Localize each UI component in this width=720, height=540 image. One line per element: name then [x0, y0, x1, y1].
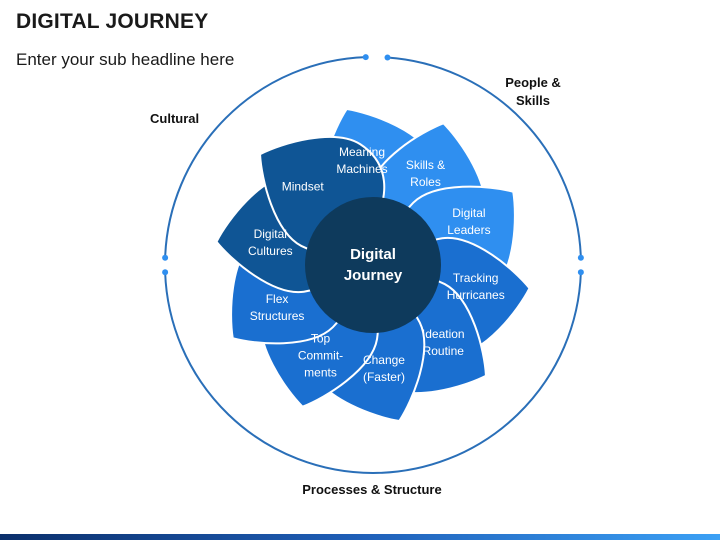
petal-label-10: Mindset — [281, 179, 324, 194]
ring-arc-cultural — [164, 56, 366, 258]
ring-arc-people-dot-1 — [384, 54, 391, 61]
center-label: Digital Journey — [343, 246, 403, 284]
category-people-skills: People & Skills — [505, 75, 561, 108]
bottom-accent-bar — [0, 534, 720, 540]
ring-arc-process — [164, 272, 582, 474]
petal-label-6: Change (Faster) — [362, 353, 405, 385]
petal-label-2: Skills & Roles — [405, 158, 446, 190]
petal-label-1: Meaning Machines — [336, 144, 388, 176]
ring-arc-process-dot-2 — [162, 269, 169, 276]
petal-label-9: Digital Cultures — [247, 227, 293, 259]
ring-arc-cultural-dot-2 — [362, 54, 369, 61]
petal-label-3: Digital Leaders — [447, 206, 491, 238]
ring-arc-people — [387, 56, 582, 258]
ring-arc-cultural-dot-1 — [162, 254, 169, 261]
petal-label-7: Top Commit- ments — [297, 331, 344, 380]
outer-ring — [162, 54, 584, 474]
ring-arc-people-dot-2 — [577, 254, 584, 261]
center-circle — [305, 197, 441, 333]
page-subtitle: Enter your sub headline here — [16, 50, 235, 69]
ring-arc-process-dot-1 — [577, 269, 584, 276]
petal-label-8: Flex Structures — [249, 291, 305, 323]
petal-label-5: Ideation Routine — [421, 327, 465, 359]
page-title: DIGITAL JOURNEY — [16, 10, 209, 33]
petal-label-4: Tracking Hurricanes — [446, 270, 505, 302]
category-cultural: Cultural — [150, 111, 200, 126]
category-processes: Processes & Structure — [302, 482, 442, 497]
